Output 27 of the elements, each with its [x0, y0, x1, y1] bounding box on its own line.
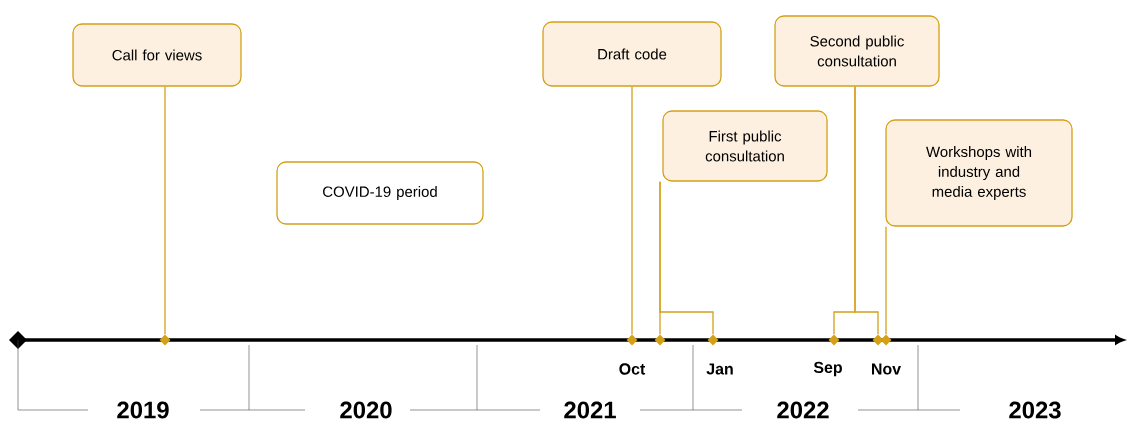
- leader-line: [885, 226, 887, 335]
- event-marker: [872, 334, 884, 346]
- month-label: Sep: [813, 361, 842, 377]
- event-box: Call for views: [72, 23, 242, 87]
- event-marker: [654, 334, 666, 346]
- event-box: Draft code: [542, 21, 722, 87]
- year-label: 2021: [564, 401, 616, 419]
- event-box: Workshops with industry and media experts: [885, 119, 1073, 227]
- event-marker: [626, 334, 638, 346]
- leader-line: [164, 86, 166, 335]
- month-label: Nov: [872, 363, 901, 375]
- leader-line: [854, 86, 879, 335]
- event-box: COVID-19 period: [276, 161, 484, 225]
- year-label: 2020: [340, 401, 392, 419]
- leader-line: [631, 86, 633, 335]
- event-marker: [828, 334, 840, 346]
- year-label: 2023: [1009, 401, 1061, 419]
- leader-line: [659, 181, 714, 335]
- event-marker: [880, 334, 892, 346]
- event-marker: [159, 334, 171, 346]
- event-box: First public consultation: [662, 110, 828, 182]
- month-label: Jan: [706, 363, 733, 375]
- year-label: 2022: [777, 401, 829, 419]
- year-label: 2019: [117, 401, 169, 419]
- event-box: Second public consultation: [774, 15, 940, 87]
- month-label: Oct: [619, 363, 646, 375]
- event-marker: [707, 334, 719, 346]
